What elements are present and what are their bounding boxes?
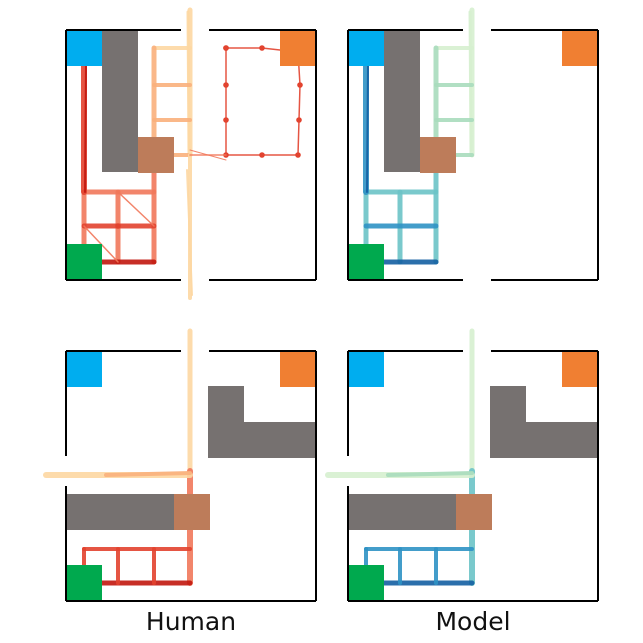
obstacle-bar xyxy=(348,494,456,530)
trajectory-left-entry xyxy=(104,471,192,477)
goal-orange xyxy=(562,30,598,66)
trajectory-group xyxy=(81,7,303,300)
panel-human-top xyxy=(65,7,317,300)
goal-blue xyxy=(66,30,102,66)
panel-model-bottom xyxy=(325,328,599,602)
panel-human-bottom xyxy=(43,328,317,602)
trajectory-point xyxy=(296,117,302,123)
goal-orange xyxy=(562,351,598,387)
obstacle-column xyxy=(102,30,138,172)
trajectory-point xyxy=(297,82,303,88)
goal-orange xyxy=(280,351,316,387)
obstacle-column xyxy=(384,30,420,172)
trajectory-left-path xyxy=(366,64,369,193)
obstacle-l-vertical xyxy=(490,386,526,458)
trajectory-corridor xyxy=(186,10,191,152)
caption-model: Model xyxy=(435,607,511,636)
box xyxy=(174,494,210,530)
goal-blue xyxy=(66,351,102,387)
trajectory-group xyxy=(325,328,475,586)
trajectory-point xyxy=(259,45,265,51)
goal-green xyxy=(348,244,384,280)
trajectory-point xyxy=(223,117,229,123)
goal-blue xyxy=(348,351,384,387)
trajectory-point xyxy=(223,45,229,51)
obstacle-bar xyxy=(66,494,174,530)
trajectory-point xyxy=(295,152,301,158)
trajectory-diagonal xyxy=(117,191,155,227)
trajectory-point xyxy=(223,82,229,88)
box xyxy=(456,494,492,530)
goal-orange xyxy=(280,30,316,66)
trajectory-left-entry xyxy=(386,471,474,477)
panel-model-top xyxy=(347,7,599,281)
trajectory-group xyxy=(43,328,193,586)
goal-green xyxy=(348,565,384,601)
goal-green xyxy=(66,244,102,280)
trajectory-corridor xyxy=(468,10,473,152)
obstacle-l-vertical xyxy=(208,386,244,458)
trajectory-left-path xyxy=(84,64,87,193)
goal-green xyxy=(66,565,102,601)
trajectory-corridor-lower xyxy=(186,169,193,296)
caption-human: Human xyxy=(145,607,237,636)
obstacle-l-horizontal xyxy=(526,422,598,458)
obstacle-l-horizontal xyxy=(244,422,316,458)
trajectory-point xyxy=(259,152,265,158)
goal-blue xyxy=(348,30,384,66)
trajectory-point xyxy=(115,223,121,229)
trajectory-connector xyxy=(189,149,227,161)
box xyxy=(138,137,174,173)
box xyxy=(420,137,456,173)
